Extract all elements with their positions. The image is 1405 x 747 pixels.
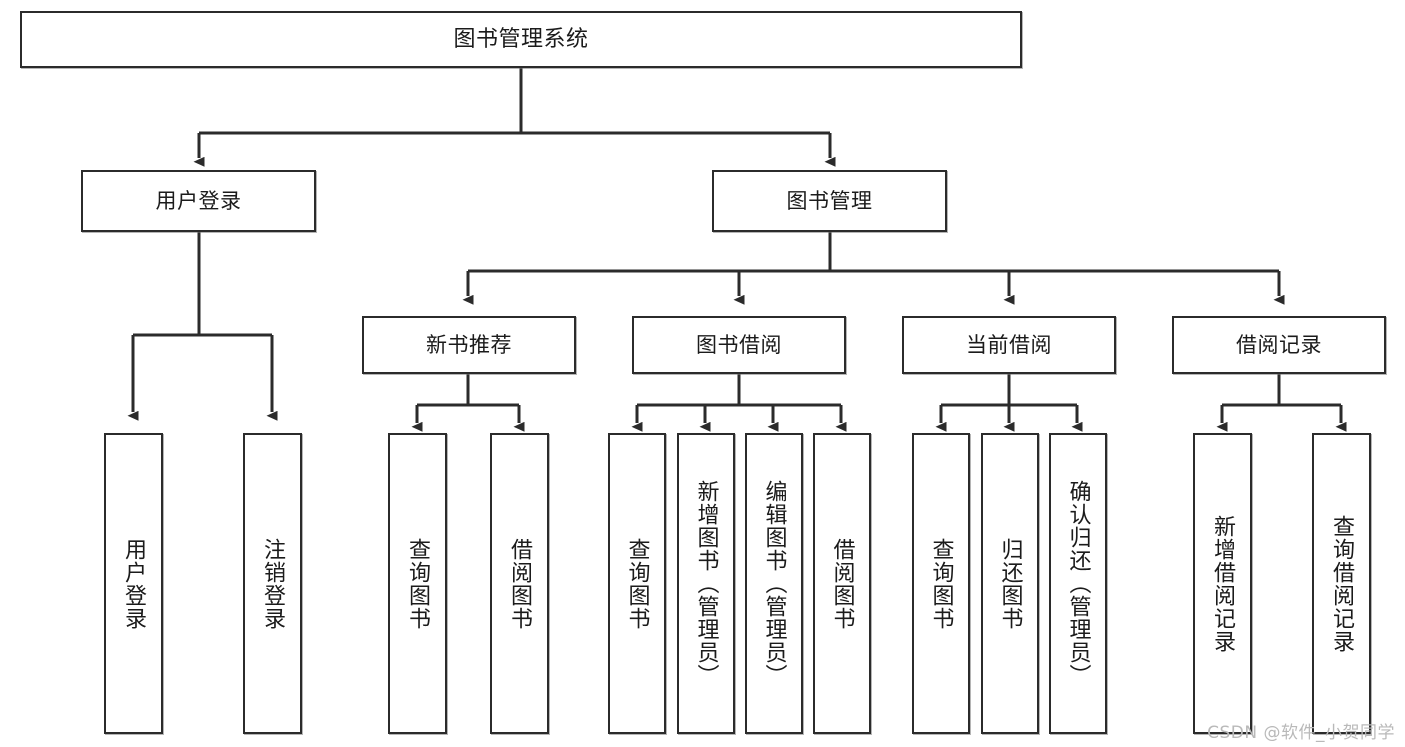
node-book-borrow[interactable]: 图书借阅 <box>632 316 846 374</box>
leaf-current-borrow-confirm-return-admin[interactable]: 确认归还（管理员） <box>1049 433 1107 734</box>
leaf-current-borrow-query-book[interactable]: 查询图书 <box>912 433 970 734</box>
node-new-book-recommend[interactable]: 新书推荐 <box>362 316 576 374</box>
node-label: 借阅图书 <box>829 537 855 630</box>
node-label: 归还图书 <box>997 537 1023 630</box>
node-user-login[interactable]: 用户登录 <box>81 170 316 232</box>
node-label: 查询借阅记录 <box>1329 514 1355 653</box>
leaf-user-login-logout[interactable]: 注销登录 <box>243 433 302 734</box>
node-label: 新书推荐 <box>426 332 512 357</box>
node-book-management[interactable]: 图书管理 <box>712 170 947 232</box>
node-label: 查询图书 <box>405 537 431 630</box>
node-label: 查询图书 <box>928 537 954 630</box>
node-label: 新增图书（管理员） <box>693 480 719 687</box>
leaf-book-borrow-borrow-book[interactable]: 借阅图书 <box>813 433 871 734</box>
leaf-book-borrow-add-book-admin[interactable]: 新增图书（管理员） <box>677 433 735 734</box>
leaf-current-borrow-return-book[interactable]: 归还图书 <box>981 433 1039 734</box>
leaf-borrow-record-query-record[interactable]: 查询借阅记录 <box>1312 433 1371 734</box>
leaf-user-login-login[interactable]: 用户登录 <box>104 433 163 734</box>
watermark: CSDN @软件_小贺同学 <box>1207 723 1395 743</box>
leaf-book-borrow-edit-book-admin[interactable]: 编辑图书（管理员） <box>745 433 803 734</box>
node-label: 用户登录 <box>155 188 242 213</box>
node-borrow-record[interactable]: 借阅记录 <box>1172 316 1386 374</box>
node-label: 图书借阅 <box>696 332 782 357</box>
node-label: 查询图书 <box>624 537 650 630</box>
node-label: 注销登录 <box>260 537 286 630</box>
node-label: 借阅记录 <box>1236 332 1322 357</box>
leaf-borrow-record-add-record[interactable]: 新增借阅记录 <box>1193 433 1252 734</box>
node-label: 新增借阅记录 <box>1210 514 1236 653</box>
node-current-borrow[interactable]: 当前借阅 <box>902 316 1116 374</box>
leaf-book-borrow-query-book[interactable]: 查询图书 <box>608 433 666 734</box>
node-label: 借阅图书 <box>507 537 533 630</box>
node-label: 图书管理 <box>786 188 873 213</box>
node-root-book-management-system[interactable]: 图书管理系统 <box>20 11 1022 68</box>
node-label: 图书管理系统 <box>453 26 589 52</box>
node-label: 当前借阅 <box>966 332 1052 357</box>
leaf-new-book-query-book[interactable]: 查询图书 <box>388 433 447 734</box>
node-label: 编辑图书（管理员） <box>761 480 787 687</box>
node-label: 确认归还（管理员） <box>1065 480 1091 687</box>
leaf-new-book-borrow-book[interactable]: 借阅图书 <box>490 433 549 734</box>
node-label: 用户登录 <box>121 537 147 630</box>
